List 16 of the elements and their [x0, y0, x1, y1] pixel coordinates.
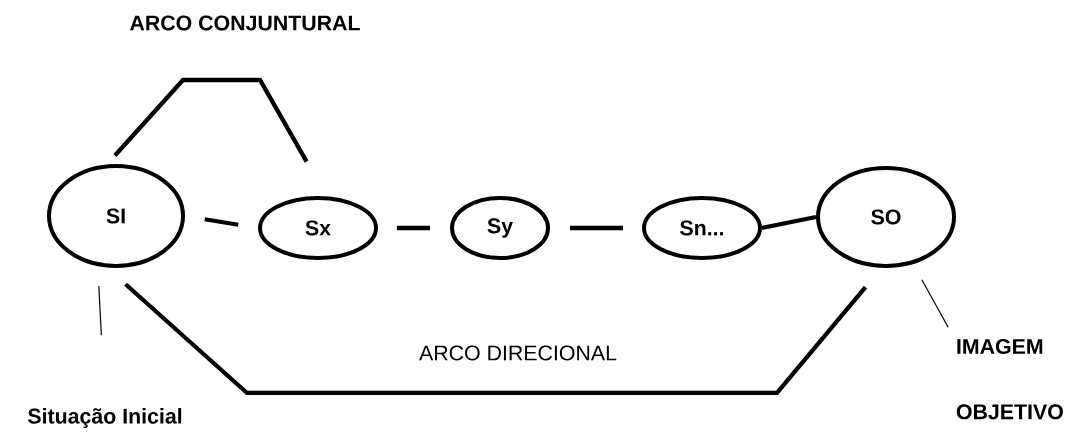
connector-line: [204, 217, 239, 227]
leader-line: [98, 285, 102, 336]
edge-label: ARCO CONJUNTURAL: [128, 14, 362, 32]
ellipse-node: SI: [47, 164, 185, 268]
connector-line: [761, 214, 817, 231]
ellipse-node: Sn...: [642, 196, 762, 260]
edge-label: ARCO DIRECIONAL: [417, 344, 619, 362]
ellipse-node: Sx: [258, 196, 378, 260]
text-label: IMAGEM OBJETIVO: [956, 338, 1063, 420]
leader-line: [921, 279, 949, 328]
connector-line: [570, 225, 624, 231]
ellipse-node: SO: [816, 166, 956, 268]
text-label: Situação Inicial: [27, 408, 182, 428]
connector-line: [396, 225, 430, 231]
arc-line: [113, 77, 309, 163]
ellipse-node: Sy: [450, 196, 550, 260]
